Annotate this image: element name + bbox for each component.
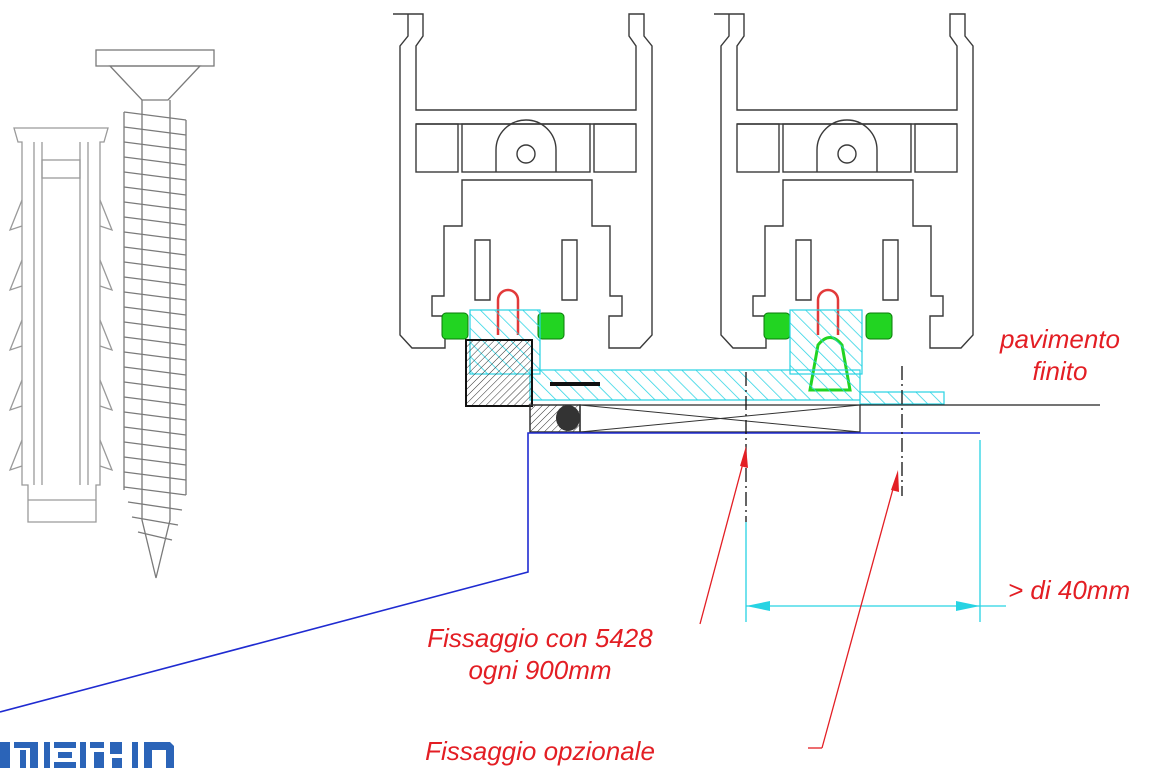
- floor-label-line1: pavimento: [1000, 324, 1120, 354]
- rollers: [496, 288, 840, 335]
- fixing-label-line2: ogni 900mm: [468, 655, 612, 685]
- floor-label: pavimento finito: [960, 323, 1160, 387]
- fixing-label: Fissaggio con 5428 ogni 900mm: [380, 622, 700, 686]
- logo-icon: [0, 742, 174, 768]
- base-outline: [0, 432, 980, 713]
- screw-icon: [95, 49, 215, 579]
- leader-arrows: [699, 446, 899, 749]
- floor-label-line2: finito: [1032, 356, 1088, 386]
- distance-label: > di 40mm: [1008, 575, 1131, 605]
- track-rail: [465, 309, 945, 433]
- optional-fixing-label: Fissaggio opzionale: [425, 736, 655, 766]
- profile-right: [714, 13, 974, 349]
- dimension: [745, 440, 1006, 622]
- wall-plug-icon: [8, 127, 114, 523]
- profile-left: [393, 13, 653, 349]
- fixing-label-line1: Fissaggio con 5428: [427, 623, 653, 653]
